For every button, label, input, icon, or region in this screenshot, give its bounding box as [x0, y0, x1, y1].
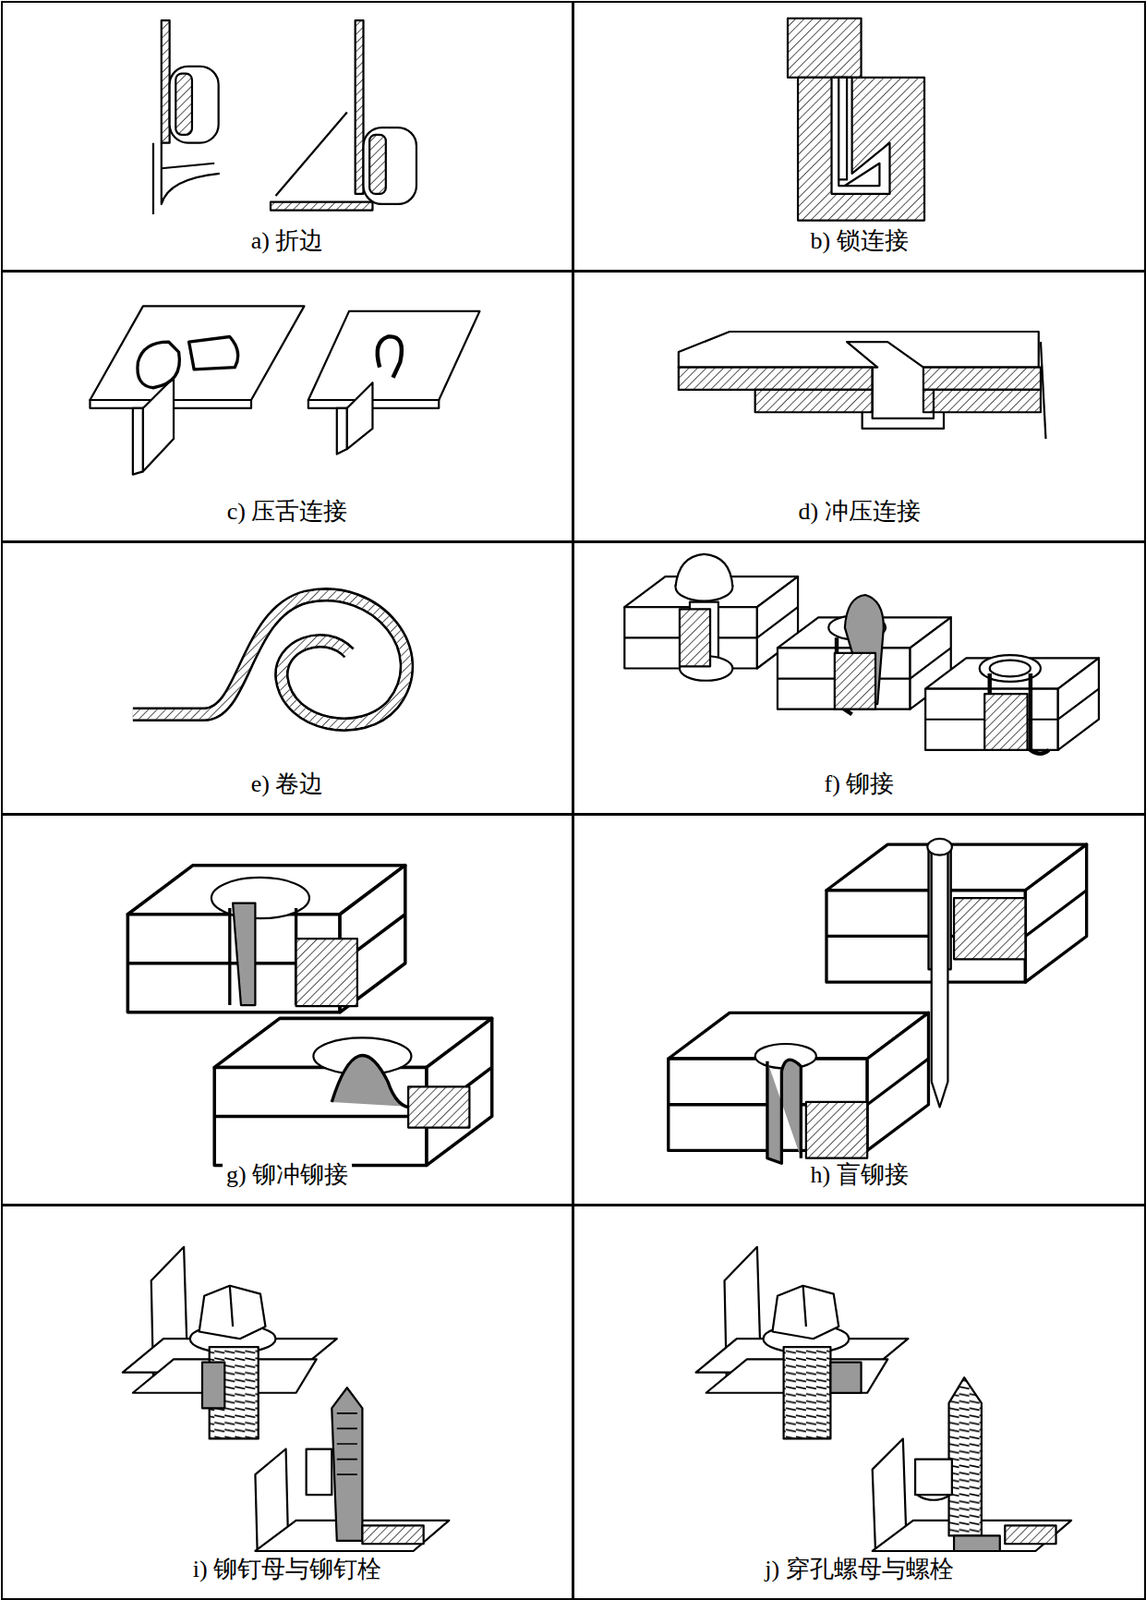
caption-row: h) 盲铆接: [574, 1158, 1145, 1191]
panel-caption: h) 盲铆接: [806, 1160, 912, 1188]
caption-row: g) 铆冲铆接: [2, 1158, 572, 1191]
hem-seam: [153, 20, 417, 215]
panel-cell: h) 盲铆接: [572, 813, 1146, 1206]
panel-caption: b) 锁连接: [806, 227, 912, 254]
rivet-nut-bolt: [122, 1246, 449, 1551]
panel-cell: e) 卷边: [0, 541, 574, 815]
panel-cell: j) 穿孔螺母与螺栓: [572, 1204, 1146, 1600]
panel-cell: f) 铆接: [572, 541, 1146, 815]
panel-caption: f) 铆接: [820, 770, 899, 797]
panel-caption: a) 折边: [247, 227, 328, 254]
curled-edge: [132, 594, 408, 724]
caption-row: e) 卷边: [2, 767, 572, 800]
caption-row: b) 锁连接: [574, 224, 1145, 257]
panel-caption: d) 冲压连接: [794, 497, 924, 525]
panel-cell: g) 铆冲铆接: [0, 813, 574, 1206]
caption-row: i) 铆钉母与铆钉栓: [2, 1552, 572, 1585]
caption-row: d) 冲压连接: [574, 494, 1145, 528]
pierce-nut-bolt: [696, 1246, 1072, 1551]
panel-caption: g) 铆冲铆接: [222, 1160, 352, 1188]
clinch-joint: [678, 331, 1047, 439]
blind-rivet: [668, 838, 1087, 1163]
caption-row: f) 铆接: [574, 767, 1145, 800]
panel-caption: j) 穿孔螺母与螺栓: [760, 1555, 957, 1582]
panel-cell: a) 折边: [0, 0, 574, 272]
panel-cell: d) 冲压连接: [572, 270, 1146, 543]
panel-cell: i) 铆钉母与铆钉栓: [0, 1204, 574, 1600]
panel-caption: c) 压舌连接: [223, 497, 352, 525]
self-pierce-rivet: [127, 865, 492, 1166]
tongue-joint: [89, 305, 480, 474]
caption-row: j) 穿孔螺母与螺栓: [574, 1552, 1145, 1585]
panel-caption: e) 卷边: [247, 770, 328, 797]
lock-joint: [787, 18, 925, 221]
panel-cell: b) 锁连接: [572, 0, 1146, 272]
panel-cell: c) 压舌连接: [0, 270, 574, 543]
caption-row: c) 压舌连接: [2, 494, 572, 528]
rivet-joints: [624, 554, 1099, 754]
caption-row: a) 折边: [2, 224, 572, 257]
panel-caption: i) 铆钉母与铆钉栓: [189, 1555, 386, 1582]
